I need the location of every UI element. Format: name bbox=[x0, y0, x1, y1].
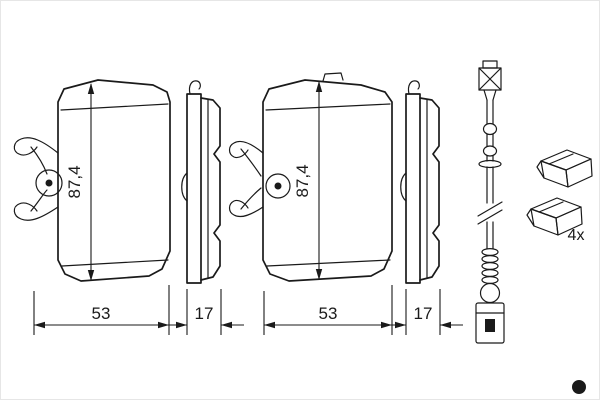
side-top-hook bbox=[188, 80, 201, 95]
clip-hook bbox=[536, 160, 545, 179]
retaining-clip-upper bbox=[536, 149, 593, 188]
wear-sensor-cable bbox=[475, 60, 505, 344]
pad-pivot-ring bbox=[35, 169, 63, 197]
clip-right-face bbox=[565, 158, 593, 188]
pad-spring-link-lower bbox=[30, 189, 48, 212]
side-spring-detail bbox=[400, 172, 407, 202]
sensor-boot-coil bbox=[481, 248, 499, 257]
side-spring-detail bbox=[181, 172, 188, 202]
pad-spring-link-lower bbox=[240, 187, 262, 210]
pad-spring-wire-lower bbox=[228, 199, 264, 218]
pad-front-view-right bbox=[228, 72, 393, 282]
pad-left-width-label: 53 bbox=[92, 304, 111, 323]
arrow-left-icon bbox=[34, 321, 45, 329]
arrow-up-icon bbox=[315, 81, 323, 92]
arrow-left-icon bbox=[264, 321, 275, 329]
arrow-right-icon bbox=[176, 321, 187, 329]
side-backplate-outline bbox=[186, 93, 202, 284]
clip-top-face bbox=[540, 149, 592, 171]
sensor-ball bbox=[479, 282, 501, 304]
pad-pivot-center-dot bbox=[274, 182, 282, 190]
clip-fold-line bbox=[538, 201, 564, 213]
sensor-grommet-1 bbox=[482, 122, 498, 136]
pad-pivot-center-dot bbox=[45, 179, 53, 187]
clips-quantity-label: 4x bbox=[568, 227, 585, 244]
arrow-right-icon bbox=[395, 321, 406, 329]
pad-bottom-inner-line bbox=[266, 259, 391, 267]
clip-fold-line bbox=[548, 153, 574, 165]
sensor-connector-cross bbox=[478, 67, 502, 91]
clip-front-face bbox=[530, 208, 559, 236]
pad-spring-wire-lower bbox=[13, 202, 59, 221]
arrow-right-icon bbox=[158, 321, 169, 329]
pad-right-height-dimension: 87,4 bbox=[293, 81, 323, 280]
arrow-left-icon bbox=[221, 321, 232, 329]
arrow-down-icon bbox=[87, 270, 95, 281]
pad-right-width-dimension: 53 bbox=[263, 285, 393, 335]
sensor-wire-lower bbox=[486, 221, 494, 250]
pad-left-height-label: 87,4 bbox=[65, 165, 84, 198]
pad-friction-edge-line bbox=[60, 103, 169, 111]
pad-spring-link-upper bbox=[240, 148, 262, 177]
pad-spring-wire-upper bbox=[13, 137, 59, 156]
sensor-boot-coil bbox=[481, 276, 499, 285]
sensor-boot-coil bbox=[481, 269, 499, 278]
arrow-down-icon bbox=[315, 269, 323, 280]
wire-break-symbol bbox=[477, 201, 503, 225]
pad-bottom-inner-line bbox=[61, 259, 169, 267]
clip-top-face bbox=[530, 197, 582, 219]
pad-left-height-dimension: 87,4 bbox=[65, 83, 95, 281]
pad-left-width-dimension: 53 bbox=[33, 285, 170, 335]
reference-dot bbox=[572, 380, 586, 394]
sensor-neck bbox=[483, 89, 497, 101]
pad-right-width-label: 53 bbox=[319, 304, 338, 323]
arrow-left-icon bbox=[440, 321, 451, 329]
shim-right-thickness-label: 17 bbox=[414, 304, 433, 323]
pad-side-view-left bbox=[181, 80, 221, 284]
side-backplate-outline bbox=[405, 93, 421, 284]
sensor-grommet-2 bbox=[482, 145, 498, 157]
side-friction-outline bbox=[419, 97, 440, 281]
pad-top-tab bbox=[322, 72, 344, 82]
shim-left-thickness-dimension: 17 bbox=[164, 289, 244, 335]
sensor-plug-housing bbox=[475, 302, 505, 344]
shim-left-thickness-label: 17 bbox=[195, 304, 214, 323]
retaining-clip-lower bbox=[526, 197, 583, 236]
pad-right-height-label: 87,4 bbox=[293, 164, 312, 197]
sensor-top-cap bbox=[482, 60, 498, 69]
sensor-plug-socket bbox=[485, 319, 495, 332]
arrow-up-icon bbox=[87, 83, 95, 94]
pad-spring-link-upper bbox=[30, 146, 48, 175]
clip-front-face bbox=[540, 160, 569, 188]
pad-backplate-outline bbox=[262, 79, 393, 282]
pad-front-view-left bbox=[13, 79, 171, 282]
sensor-boot-coil bbox=[481, 255, 499, 264]
pad-friction-edge-line bbox=[265, 103, 391, 111]
clip-hook bbox=[526, 208, 535, 227]
pad-backplate-outline bbox=[57, 79, 171, 282]
retaining-clips: 4x bbox=[526, 149, 593, 244]
pad-side-view-right bbox=[400, 80, 440, 284]
side-top-hook bbox=[407, 80, 420, 95]
shim-right-thickness-dimension: 17 bbox=[383, 289, 463, 335]
sensor-wire-upper bbox=[486, 99, 494, 204]
pad-spring-wire-upper bbox=[228, 140, 264, 159]
sensor-disc bbox=[478, 159, 502, 169]
pad-pivot-ring bbox=[265, 173, 291, 199]
sensor-boot-coil bbox=[481, 262, 499, 271]
side-friction-outline bbox=[200, 97, 221, 281]
